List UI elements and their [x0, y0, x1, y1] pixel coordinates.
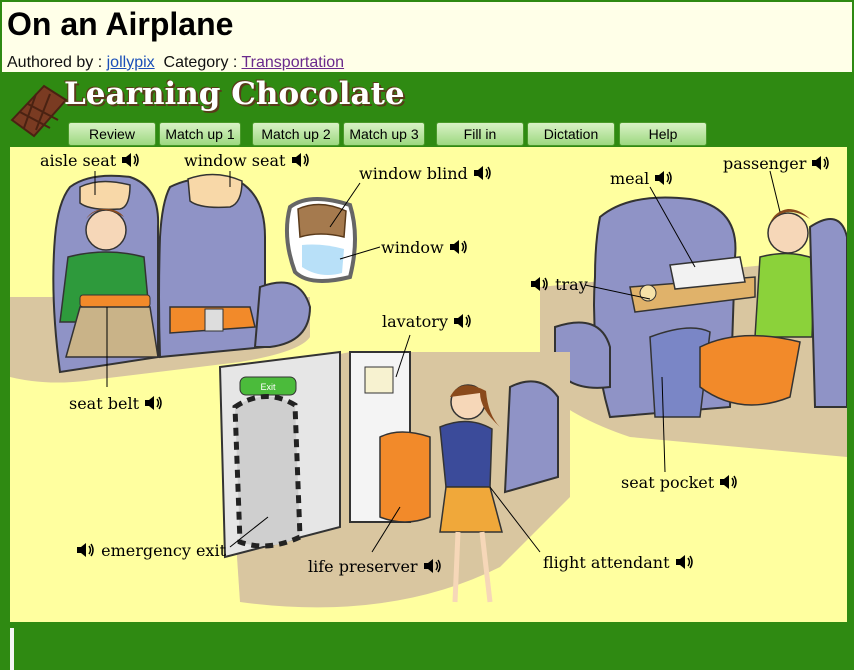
label-meal[interactable]: meal	[610, 169, 674, 188]
speaker-icon[interactable]	[291, 151, 311, 169]
label-seat-belt[interactable]: seat belt	[69, 394, 164, 413]
speaker-icon[interactable]	[719, 473, 739, 491]
label-aisle-seat[interactable]: aisle seat	[40, 151, 141, 170]
speaker-icon[interactable]	[473, 164, 493, 182]
nav-match-up-3-button[interactable]: Match up 3	[343, 122, 425, 146]
nav-fill-in-button[interactable]: Fill in	[436, 122, 524, 146]
speaker-icon[interactable]	[675, 553, 695, 571]
speaker-icon[interactable]	[423, 557, 443, 575]
nav-match-up-1-button[interactable]: Match up 1	[159, 122, 241, 146]
label-passenger[interactable]: passenger	[723, 154, 831, 173]
seat-pocket-shape	[649, 327, 711, 418]
speaker-icon[interactable]	[654, 169, 674, 187]
label-lavatory[interactable]: lavatory	[382, 312, 473, 331]
label-window[interactable]: window	[381, 238, 469, 257]
nav-dictation-button[interactable]: Dictation	[527, 122, 615, 146]
label-life-preserver[interactable]: life preserver	[308, 557, 443, 576]
exit-sign-text: Exit	[260, 382, 276, 392]
speaker-icon[interactable]	[530, 275, 550, 293]
page-title: On an Airplane	[7, 6, 234, 42]
speaker-icon[interactable]	[453, 312, 473, 330]
author-link[interactable]: jollypix	[106, 54, 155, 71]
emergency-exit-door	[232, 394, 303, 549]
chocolate-bar-icon	[10, 84, 68, 138]
speaker-icon[interactable]	[144, 394, 164, 412]
nav-help-button[interactable]: Help	[619, 122, 707, 146]
frame-edge	[10, 628, 14, 670]
vocabulary-scene: Exit aisle seat	[10, 147, 847, 622]
pointer-lines	[94, 170, 781, 553]
page-header: On an Airplane Authored by : jollypix Ca…	[0, 0, 854, 72]
window-blind-shape	[297, 203, 347, 238]
label-emergency-exit[interactable]: emergency exit	[76, 541, 226, 560]
headrest-cover-2	[187, 173, 243, 209]
passenger-legs-right	[699, 334, 801, 406]
label-flight-attendant[interactable]: flight attendant	[543, 553, 695, 572]
label-seat-pocket[interactable]: seat pocket	[621, 473, 739, 492]
passenger-head-left	[85, 209, 127, 251]
speaker-icon[interactable]	[121, 151, 141, 169]
label-tray[interactable]: tray	[530, 275, 588, 294]
logo-text: Learning Chocolate	[64, 76, 405, 112]
attendant-skirt	[439, 486, 503, 533]
label-window-blind[interactable]: window blind	[359, 164, 493, 183]
speaker-icon[interactable]	[811, 154, 831, 172]
meal-tray	[669, 256, 746, 290]
attendant-jacket	[439, 420, 493, 488]
seat-belt-strap	[79, 294, 151, 308]
nav-match-up-2-button[interactable]: Match up 2	[252, 122, 340, 146]
nav-review-button[interactable]: Review	[68, 122, 156, 146]
label-window-seat[interactable]: window seat	[184, 151, 311, 170]
life-preserver-shape	[379, 431, 431, 523]
meta-line: Authored by : jollypix Category : Transp…	[7, 54, 344, 72]
airplane-illustration: Exit	[10, 170, 847, 608]
speaker-icon[interactable]	[76, 541, 96, 559]
speaker-icon[interactable]	[449, 238, 469, 256]
author-prefix: Authored by :	[7, 54, 103, 71]
category-prefix: Category :	[163, 54, 238, 71]
category-link[interactable]: Transportation	[241, 54, 345, 71]
headrest-cover-1	[79, 180, 131, 211]
